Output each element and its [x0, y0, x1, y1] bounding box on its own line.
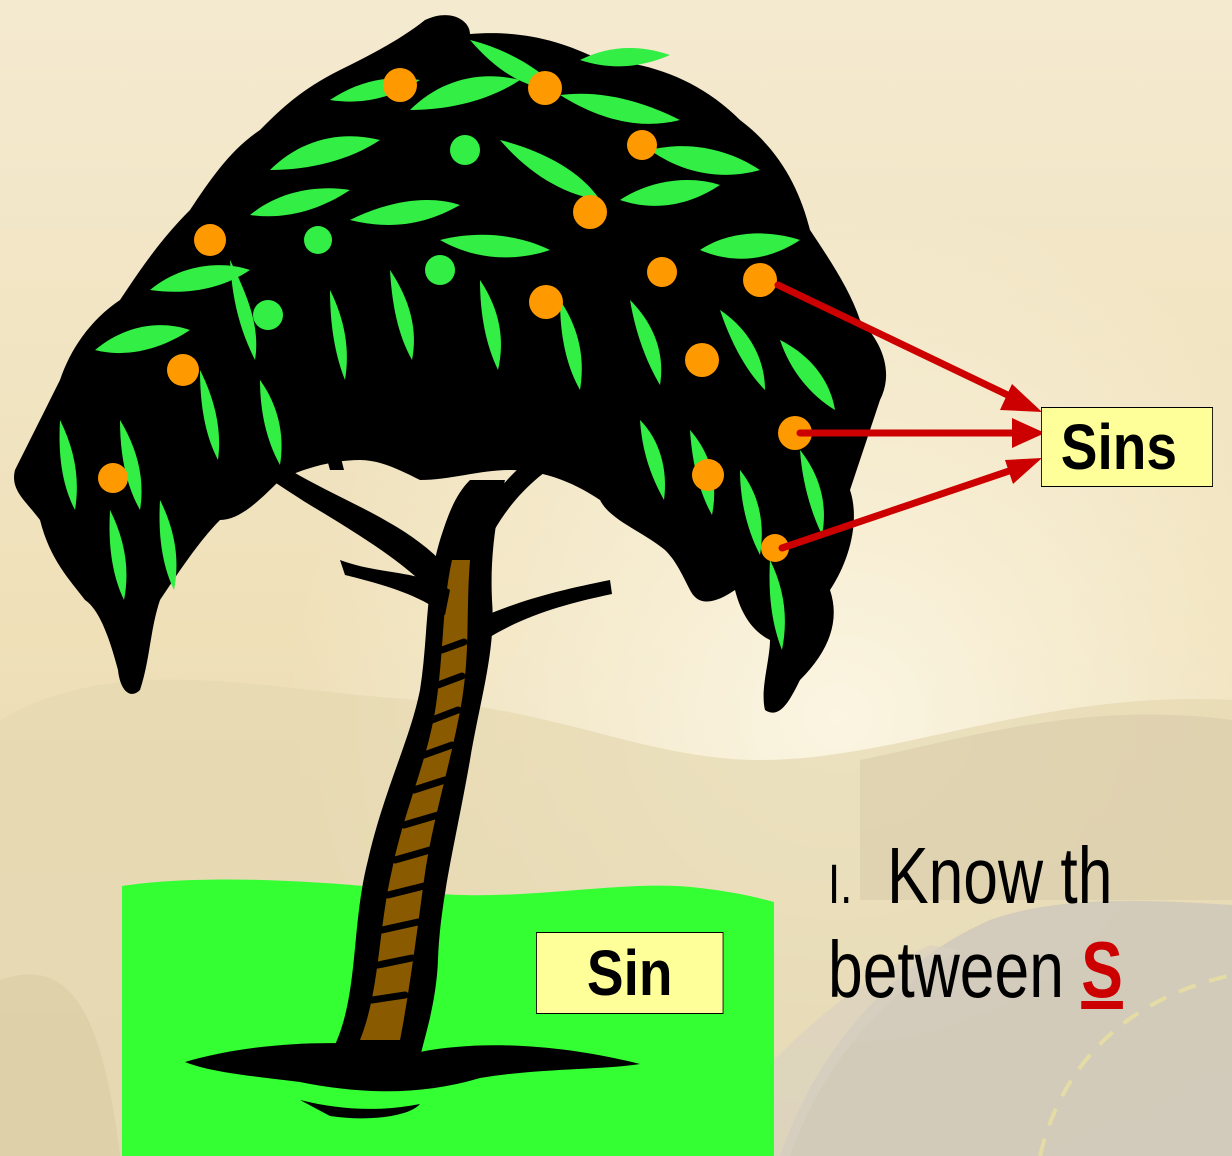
ground-shadow — [185, 1043, 640, 1119]
arrow-upper — [774, 281, 1022, 404]
point-line1: Know th — [886, 831, 1113, 920]
point-number: I. — [828, 852, 853, 915]
sins-label-text: Sins — [1060, 411, 1178, 483]
orange-fruit — [98, 68, 812, 562]
point-line2: between S — [828, 927, 1123, 1013]
green-fruit — [253, 135, 480, 330]
leaves — [59, 40, 835, 650]
sins-label: Sins — [1041, 407, 1213, 487]
arrowheads — [1000, 384, 1045, 484]
point-text: I. Know th between S — [828, 833, 1123, 1013]
arrow-lower — [778, 464, 1022, 552]
grass-block — [122, 879, 774, 1156]
arrows — [774, 281, 1022, 552]
point-line2-prefix: between — [828, 925, 1082, 1014]
point-line2-emphasis: S — [1081, 925, 1123, 1014]
sin-label-text: Sin — [586, 937, 673, 1009]
sin-label: Sin — [536, 932, 724, 1014]
